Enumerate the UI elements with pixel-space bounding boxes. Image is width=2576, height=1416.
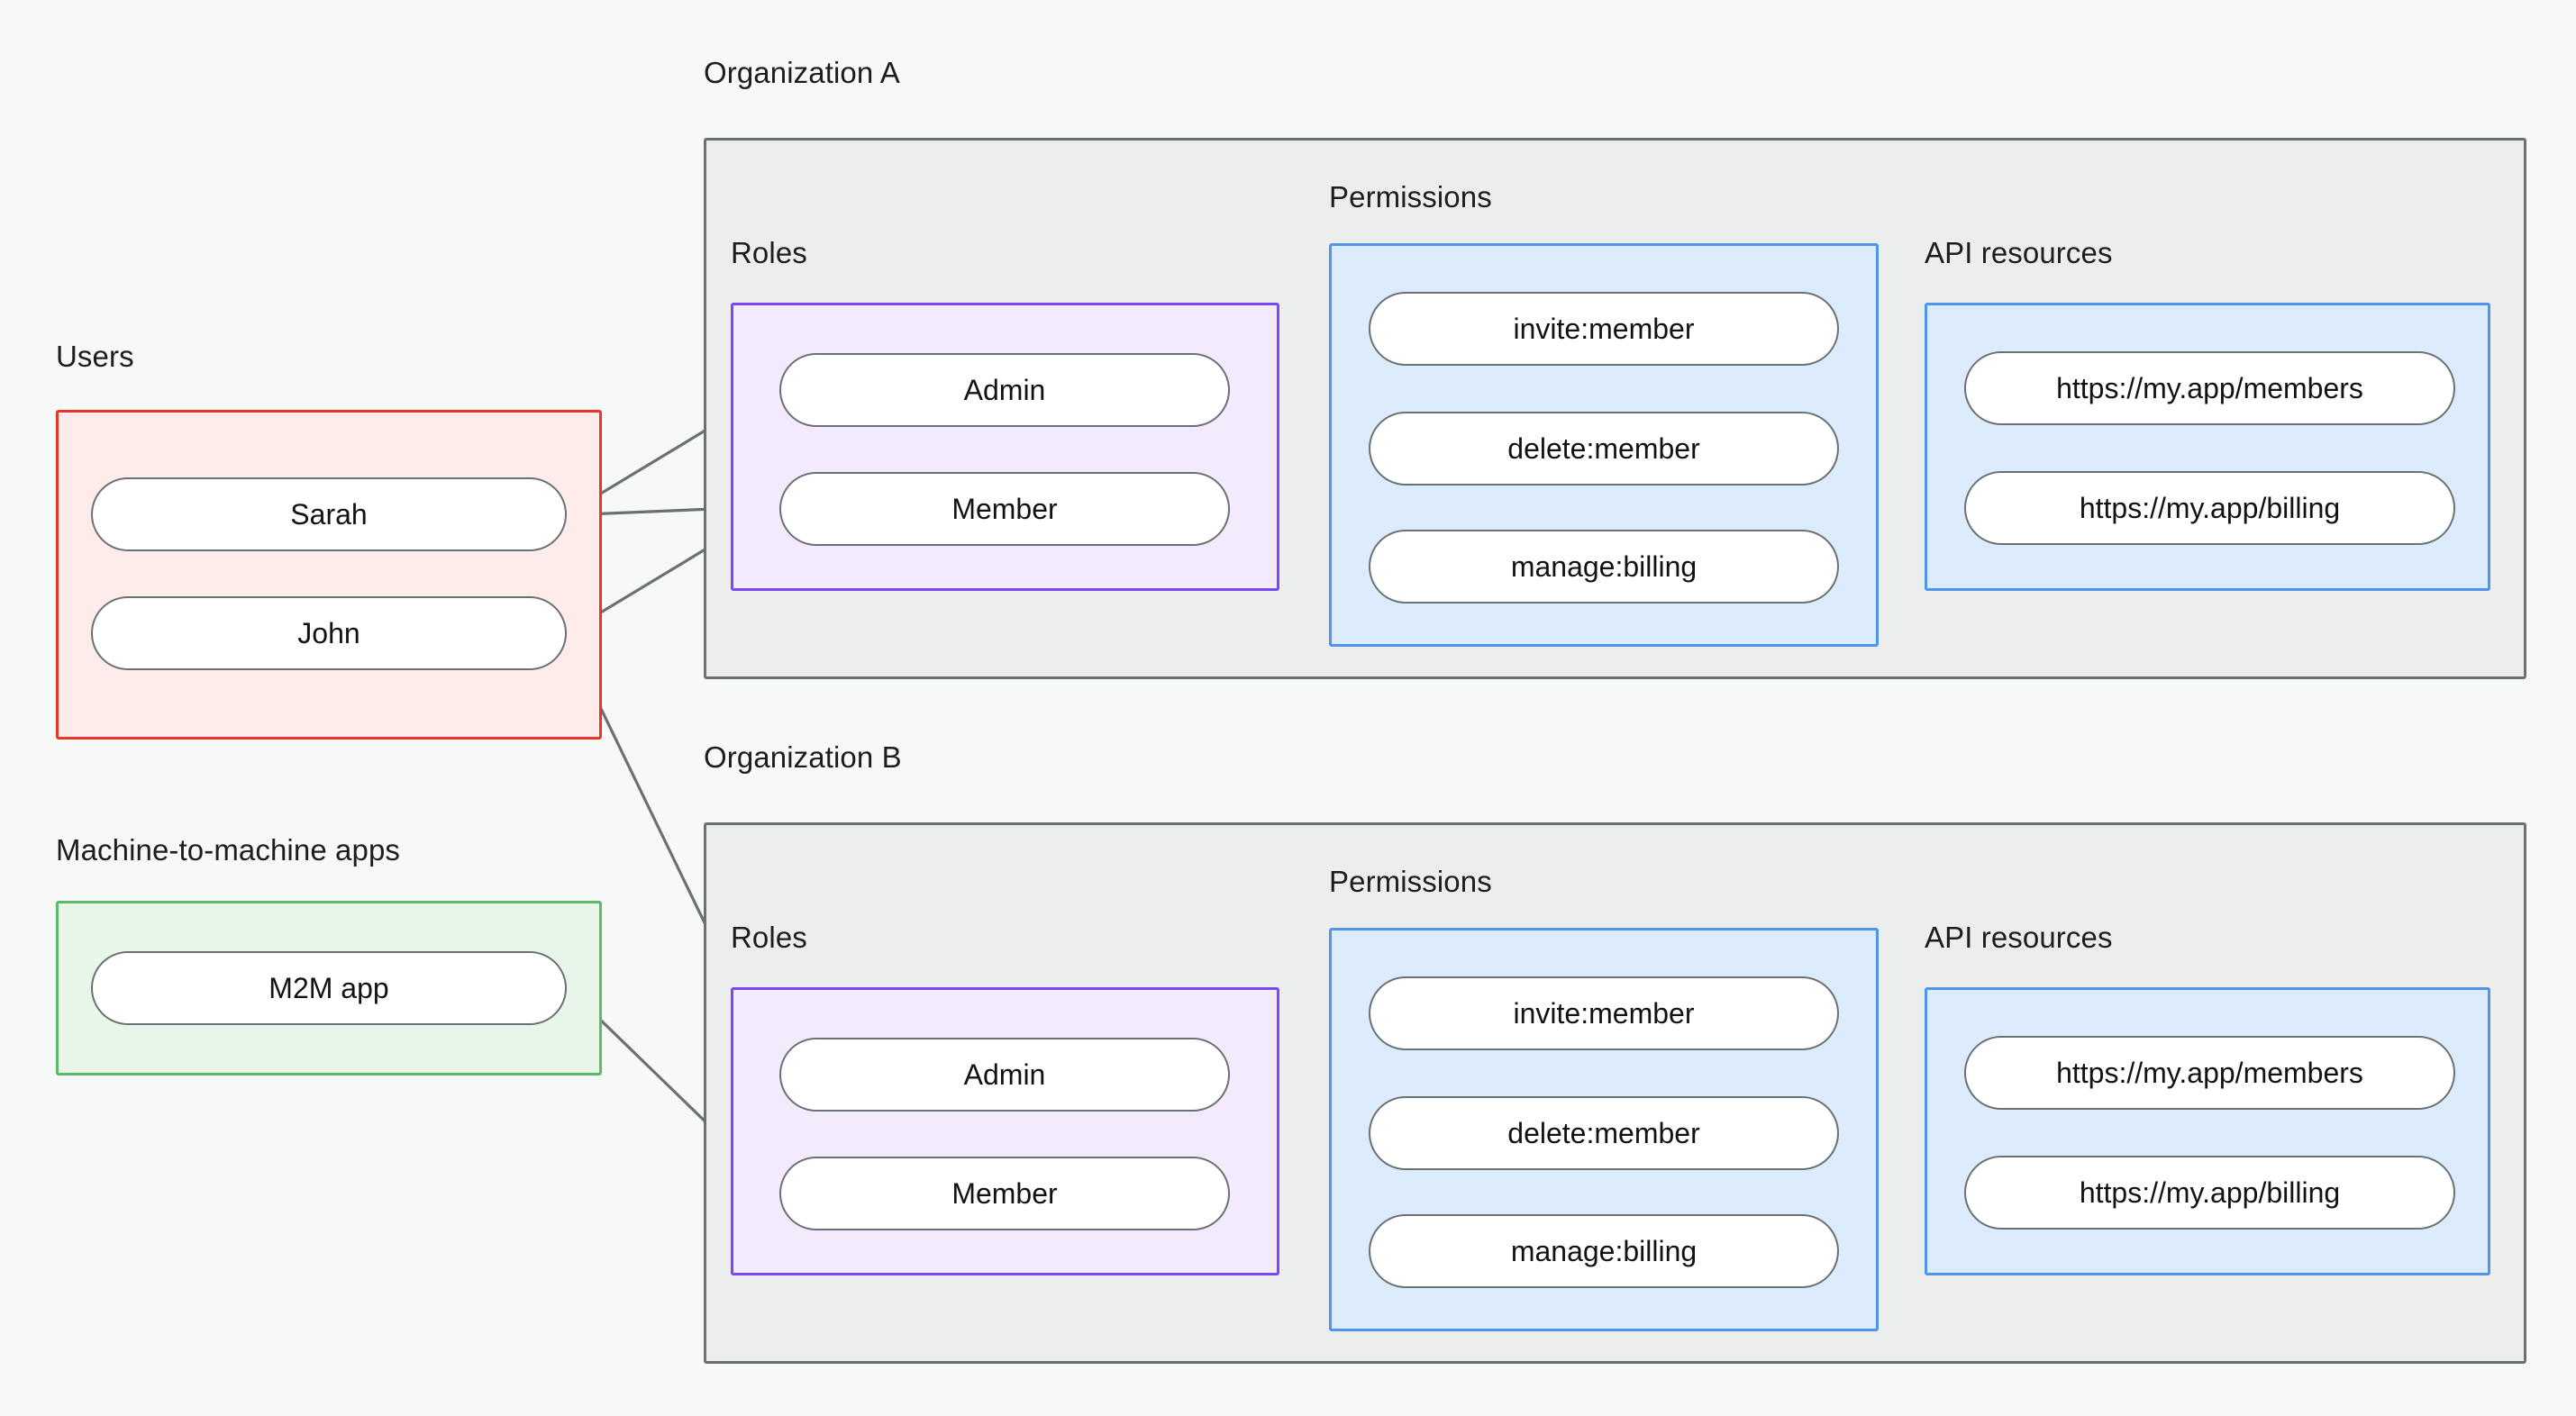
organization-b-permissions-box: invite:member delete:member manage:billi… <box>1329 928 1879 1331</box>
organization-a-roles-caption: Roles <box>731 236 807 269</box>
user-pill-sarah[interactable]: Sarah <box>91 477 567 551</box>
organization-b-api-resources-caption: API resources <box>1925 921 2113 954</box>
organization-b-api-resources-box: https://my.app/members https://my.app/bi… <box>1925 987 2490 1275</box>
organization-b-role-pill-admin[interactable]: Admin <box>779 1038 1230 1112</box>
organization-a-api-resources-box: https://my.app/members https://my.app/bi… <box>1925 303 2490 591</box>
organization-a-role-pill-member[interactable]: Member <box>779 472 1230 546</box>
organization-a-api-pill-members[interactable]: https://my.app/members <box>1964 351 2455 425</box>
users-group-box: Sarah John <box>56 410 602 740</box>
m2m-pill-app[interactable]: M2M app <box>91 951 567 1025</box>
user-pill-john[interactable]: John <box>91 596 567 670</box>
organization-a-permissions-caption: Permissions <box>1329 180 1492 213</box>
m2m-caption: Machine-to-machine apps <box>56 833 400 867</box>
organization-b-permission-pill-delete-member[interactable]: delete:member <box>1369 1096 1839 1170</box>
m2m-group-box: M2M app <box>56 901 602 1076</box>
organization-a-permission-pill-delete-member[interactable]: delete:member <box>1369 412 1839 486</box>
organization-a-permissions-box: invite:member delete:member manage:billi… <box>1329 243 1879 647</box>
organization-a-role-pill-admin[interactable]: Admin <box>779 353 1230 427</box>
organization-b-permission-pill-invite-member[interactable]: invite:member <box>1369 976 1839 1050</box>
organization-b-permission-pill-manage-billing[interactable]: manage:billing <box>1369 1214 1839 1288</box>
organization-a-roles-box: Admin Member <box>731 303 1279 591</box>
organization-b-permissions-caption: Permissions <box>1329 865 1492 898</box>
organization-b-api-pill-members[interactable]: https://my.app/members <box>1964 1036 2455 1110</box>
users-caption: Users <box>56 340 134 373</box>
organization-a-api-resources-caption: API resources <box>1925 236 2113 269</box>
organization-a-api-pill-billing[interactable]: https://my.app/billing <box>1964 471 2455 545</box>
organization-a-permission-pill-manage-billing[interactable]: manage:billing <box>1369 530 1839 604</box>
organization-b-role-pill-member[interactable]: Member <box>779 1157 1230 1230</box>
organization-b-api-pill-billing[interactable]: https://my.app/billing <box>1964 1156 2455 1230</box>
organization-a-caption: Organization A <box>704 56 900 89</box>
organization-b-roles-box: Admin Member <box>731 987 1279 1275</box>
organization-a-permission-pill-invite-member[interactable]: invite:member <box>1369 292 1839 366</box>
organization-b-roles-caption: Roles <box>731 921 807 954</box>
organization-b-caption: Organization B <box>704 740 902 774</box>
